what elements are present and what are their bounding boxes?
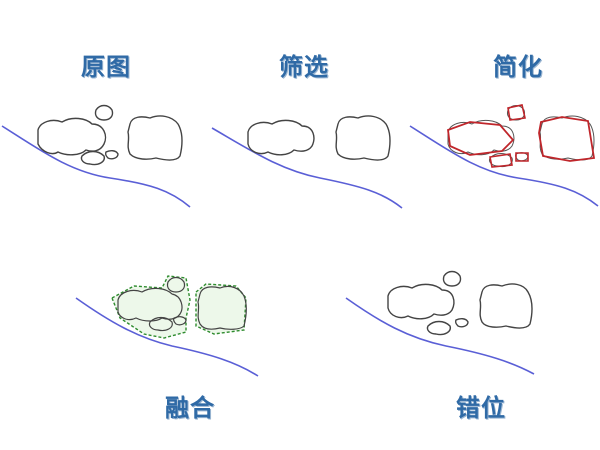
building-outline [479, 283, 533, 329]
merged-area [111, 275, 191, 339]
panel-simplify [409, 104, 599, 207]
panel-title-simplify: 简化 [493, 53, 543, 81]
building-outline [442, 270, 462, 287]
panel-displace [345, 270, 535, 375]
simplified-outline [507, 104, 526, 121]
panel-title-merge: 融合 [165, 394, 215, 422]
panel-merge [75, 275, 259, 377]
building-outline [454, 317, 469, 328]
panel-original [1, 104, 191, 208]
building-outline [426, 320, 451, 336]
building-outline [127, 115, 183, 161]
panel-filter [211, 115, 403, 209]
building-outline [148, 316, 173, 332]
building-outline [539, 115, 595, 161]
panel-title-original: 原图 [81, 53, 131, 81]
building-outline [104, 149, 119, 160]
simplified-outline [538, 116, 596, 162]
building-outline [387, 283, 455, 320]
building-outline [173, 316, 187, 326]
simplified-outline [447, 121, 515, 156]
building-outline [515, 152, 529, 162]
building-outline [94, 104, 114, 121]
building-outline [197, 285, 247, 330]
building-outline [447, 119, 515, 156]
road-line [409, 125, 599, 207]
panel-title-displace: 错位 [456, 394, 506, 422]
road-line [211, 127, 403, 209]
building-outline [166, 276, 186, 293]
building-outline [80, 150, 105, 166]
panel-title-filter: 筛选 [279, 53, 329, 81]
road-line [345, 297, 535, 375]
road-line [1, 125, 191, 208]
road-line [75, 297, 259, 377]
building-outline [335, 115, 391, 161]
building-outline [117, 287, 183, 322]
merged-area [195, 283, 247, 335]
building-outline [37, 117, 107, 156]
simplified-outline [489, 153, 513, 168]
simplified-outline [515, 152, 529, 162]
building-outline [247, 119, 315, 156]
